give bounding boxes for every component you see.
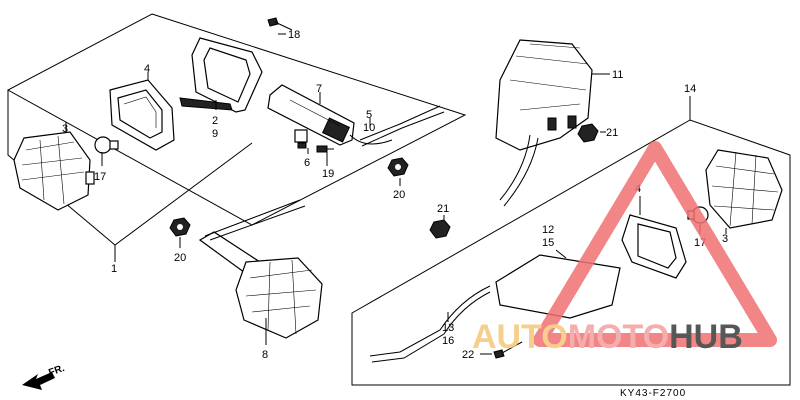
callout-15: 15 xyxy=(542,237,554,249)
nut-21-upper xyxy=(577,123,599,143)
callout-5: 5 xyxy=(366,109,372,121)
nut-21-lower xyxy=(429,219,451,239)
watermark-logo: AUTOMOTOHUB xyxy=(472,141,777,356)
housing-4-left xyxy=(109,79,175,151)
front-direction-arrow xyxy=(22,372,55,390)
callout-21-lower: 21 xyxy=(437,203,449,215)
callout-21-upper: 21 xyxy=(606,127,618,139)
callout-2: 2 xyxy=(212,115,218,127)
signal-8 xyxy=(198,199,323,339)
callout-17-left: 17 xyxy=(94,171,106,183)
lens-3-right xyxy=(705,149,783,229)
callout-19: 19 xyxy=(322,168,334,180)
lens-3-left xyxy=(13,131,95,211)
callout-14: 14 xyxy=(684,83,696,95)
housing-4-right xyxy=(621,214,687,279)
watermark-auto: AUTO xyxy=(472,318,568,356)
callout-3-left: 3 xyxy=(62,123,68,135)
callout-18: 18 xyxy=(288,29,300,41)
callout-12: 12 xyxy=(542,224,554,236)
bulb-17-left xyxy=(94,136,119,154)
callout-4-left: 4 xyxy=(144,63,150,75)
rear-assembly-frame xyxy=(351,119,791,386)
watermark-text: AUTOMOTOHUB xyxy=(472,318,743,356)
callout-8: 8 xyxy=(262,349,268,361)
housing-11 xyxy=(495,39,593,207)
stalk-7 xyxy=(267,84,355,146)
watermark-hub: HUB xyxy=(669,318,743,356)
bracket-2-9 xyxy=(179,37,263,113)
diagram-code: KY43-F2700 xyxy=(620,388,686,399)
collar-6 xyxy=(294,129,308,149)
callout-7: 7 xyxy=(316,83,322,95)
screw-22 xyxy=(493,341,523,359)
wire-5-10 xyxy=(349,105,445,147)
callout-22: 22 xyxy=(462,349,474,361)
watermark-moto: MOTO xyxy=(568,318,669,356)
callout-1: 1 xyxy=(111,263,117,275)
callout-20-lower: 20 xyxy=(174,252,186,264)
watermark-triangle xyxy=(533,141,777,347)
direction-label: FR. xyxy=(47,363,66,379)
callout-20-upper: 20 xyxy=(393,189,405,201)
callout-13: 13 xyxy=(442,322,454,334)
callout-6: 6 xyxy=(304,157,310,169)
callout-10: 10 xyxy=(363,122,375,134)
nut-20-upper xyxy=(387,157,409,177)
screw-18 xyxy=(267,17,293,31)
nut-20-lower xyxy=(169,217,191,237)
callout-9: 9 xyxy=(212,128,218,140)
callout-11: 11 xyxy=(612,69,623,81)
callout-3-right: 3 xyxy=(722,233,728,245)
screw-19 xyxy=(316,145,334,153)
callout-16: 16 xyxy=(442,335,454,347)
